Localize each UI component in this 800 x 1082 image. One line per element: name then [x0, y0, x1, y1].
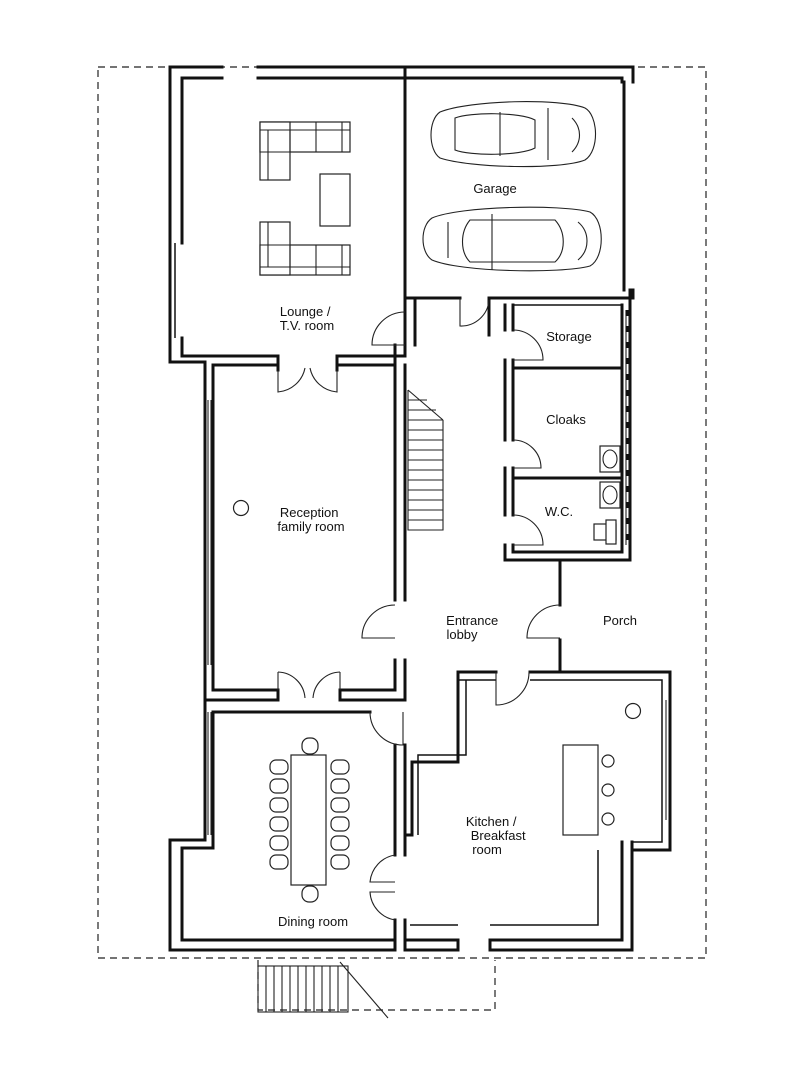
external-steps — [257, 961, 389, 1019]
column-marker — [624, 702, 642, 720]
roof-outline — [97, 66, 707, 959]
room-label-entrance: Entrance lobby — [446, 613, 502, 642]
room-label-reception: Reception family room — [277, 505, 344, 534]
room-label-kitchen: Kitchen / Breakfast room — [466, 814, 529, 857]
dining-table — [269, 737, 350, 903]
kitchen-island — [562, 744, 615, 836]
room-label-cloaks: Cloaks — [546, 412, 586, 427]
lounge-sofas — [259, 121, 351, 276]
car-icon — [430, 101, 597, 168]
room-label-wc: W.C. — [545, 504, 573, 519]
car-icon — [422, 206, 602, 272]
room-label-porch: Porch — [603, 613, 637, 628]
room-label-storage: Storage — [546, 329, 592, 344]
path-outline — [257, 960, 496, 1011]
staircase — [407, 389, 444, 531]
room-label-lounge: Lounge / T.V. room — [280, 304, 334, 333]
doors — [277, 298, 561, 921]
column-marker — [232, 499, 250, 517]
room-label-dining: Dining room — [278, 914, 348, 929]
walls — [168, 65, 672, 952]
room-label-garage: Garage — [473, 181, 516, 196]
wc-fixtures — [593, 445, 621, 545]
